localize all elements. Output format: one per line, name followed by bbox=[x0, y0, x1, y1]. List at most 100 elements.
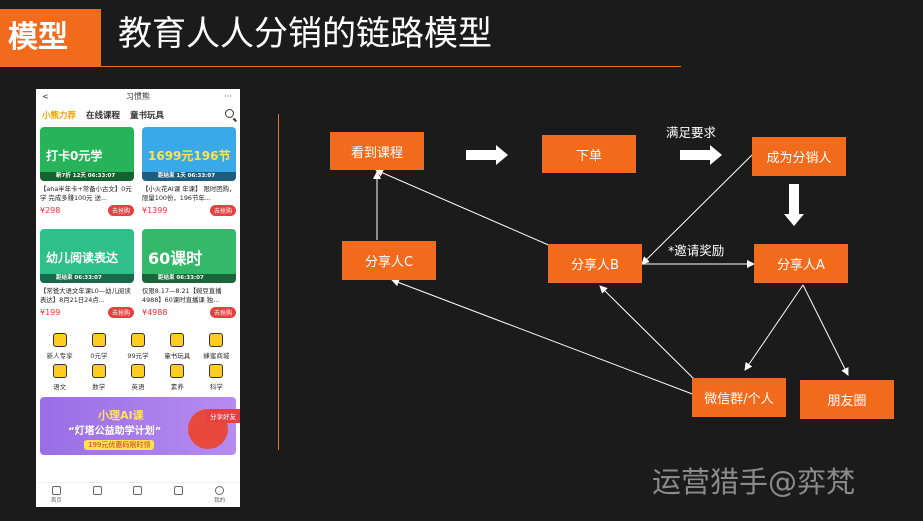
search-icon[interactable] bbox=[225, 109, 234, 118]
category-books[interactable]: 童书玩具 bbox=[158, 333, 197, 360]
block-arrow-distributor-down bbox=[784, 184, 804, 226]
trophy-icon bbox=[92, 486, 102, 495]
section-divider bbox=[278, 114, 279, 450]
product-price: ¥1399 bbox=[142, 206, 168, 215]
banner-subtitle: “灯塔公益助学计划” bbox=[68, 426, 162, 437]
arrow-a-to-moments bbox=[802, 284, 849, 376]
phone-titlebar: < 习惯熊 ··· bbox=[36, 89, 240, 105]
category-science[interactable]: 科学 bbox=[197, 364, 236, 391]
user-icon bbox=[215, 486, 225, 495]
product-price: ¥298 bbox=[40, 206, 61, 215]
chinese-icon bbox=[52, 364, 67, 378]
tabbar-item[interactable] bbox=[118, 483, 159, 507]
tab-recommend[interactable]: 小熊力荐 bbox=[42, 111, 77, 121]
cap-icon bbox=[174, 486, 184, 495]
countdown-strip: 距结束 06:33:07 bbox=[40, 274, 134, 283]
math-icon bbox=[91, 364, 106, 378]
countdown-strip: 距结束 06:33:07 bbox=[142, 274, 236, 283]
node-see-course: 看到课程 bbox=[330, 132, 424, 170]
arrow-distributor-to-b bbox=[641, 154, 753, 265]
node-order: 下单 bbox=[542, 135, 636, 173]
app-title: 习惯熊 bbox=[126, 92, 150, 101]
product-price: ¥199 bbox=[40, 308, 61, 317]
product-grid: 打卡0元学 新7折 12天 06:33:07 【aha半年卡+常备小古文】0元学… bbox=[36, 125, 240, 327]
node-wechat-group: 微信群/个人 bbox=[692, 378, 786, 417]
more-icon[interactable]: ··· bbox=[224, 92, 232, 101]
arrow-wechat-to-c bbox=[391, 278, 696, 396]
node-sharer-c: 分享人C bbox=[342, 241, 436, 280]
countdown-strip: 距结束 1天 06:33:07 bbox=[142, 172, 236, 181]
node-moments: 朋友圈 bbox=[800, 380, 894, 419]
promo-banner[interactable]: 小理AI课 “灯塔公益助学计划” 199元优惠码限时领 bbox=[40, 397, 236, 455]
block-arrow-see-to-order bbox=[466, 145, 508, 165]
product-desc: 【常爸大语文年课L0—幼儿阅读表达】8月21日24点... bbox=[40, 287, 131, 304]
category-icons: 新人专享 0元学 99元学 童书玩具 蜂蜜商城 语文 数学 英语 素养 科学 bbox=[36, 327, 240, 391]
category-literacy[interactable]: 素养 bbox=[158, 364, 197, 391]
tabbar-item[interactable] bbox=[77, 483, 118, 507]
banner-coupon: 199元优惠码限时领 bbox=[84, 440, 155, 450]
category-99[interactable]: 99元学 bbox=[118, 333, 157, 360]
product-card[interactable]: 打卡0元学 新7折 12天 06:33:07 【aha半年卡+常备小古文】0元学… bbox=[40, 127, 134, 223]
product-card[interactable]: 幼儿阅读表达 距结束 06:33:07 【常爸大语文年课L0—幼儿阅读表达】8月… bbox=[40, 229, 134, 325]
book-icon bbox=[170, 333, 185, 347]
phone-tabbar: 首页 我的 bbox=[36, 482, 240, 507]
category-english[interactable]: 英语 bbox=[118, 364, 157, 391]
title-divider bbox=[101, 66, 681, 67]
back-icon[interactable]: < bbox=[42, 92, 49, 101]
watermark: 运营猎手@弈梵 bbox=[652, 465, 856, 499]
ticket-icon bbox=[130, 333, 145, 347]
countdown-strip: 新7折 12天 06:33:07 bbox=[40, 172, 134, 181]
arrow-b-to-see bbox=[375, 169, 561, 251]
product-image: 60课时 距结束 06:33:07 bbox=[142, 229, 236, 283]
honey-icon bbox=[209, 333, 224, 347]
buy-button[interactable]: 去抢购 bbox=[107, 205, 134, 216]
product-price: ¥4988 bbox=[142, 308, 168, 317]
calendar-icon bbox=[133, 486, 143, 495]
category-new-user[interactable]: 新人专享 bbox=[40, 333, 79, 360]
science-icon bbox=[209, 364, 224, 378]
arrow-a-to-wechat bbox=[744, 284, 804, 371]
buy-button[interactable]: 去抢购 bbox=[107, 307, 134, 318]
tabbar-mine[interactable]: 我的 bbox=[199, 483, 240, 507]
buy-button[interactable]: 去抢购 bbox=[209, 205, 236, 216]
block-arrow-order-to-distributor bbox=[680, 145, 722, 165]
phone-screenshot: < 习惯熊 ··· 小熊力荐 在线课程 童书玩具 打卡0元学 新7折 12天 0… bbox=[36, 89, 240, 507]
category-math[interactable]: 数学 bbox=[79, 364, 118, 391]
product-image: 打卡0元学 新7折 12天 06:33:07 bbox=[40, 127, 134, 181]
label-meet-requirement: 满足要求 bbox=[666, 125, 717, 140]
tabbar-item[interactable] bbox=[158, 483, 199, 507]
product-desc: 【aha半年卡+常备小古文】0元学 完成多赚100元 送... bbox=[40, 185, 132, 202]
product-banner-text: 60课时 bbox=[148, 249, 203, 268]
star-icon bbox=[91, 333, 106, 347]
bear-icon bbox=[52, 333, 67, 347]
tabbar-home[interactable]: 首页 bbox=[36, 483, 77, 507]
phone-tabs: 小熊力荐 在线课程 童书玩具 bbox=[36, 105, 240, 125]
node-sharer-a: 分享人A bbox=[754, 244, 848, 283]
product-image: 1699元196节 距结束 1天 06:33:07 bbox=[142, 127, 236, 181]
node-become-distributor: 成为分销人 bbox=[752, 137, 846, 176]
abc-icon bbox=[130, 364, 145, 378]
tab-online-course[interactable]: 在线课程 bbox=[86, 111, 121, 121]
share-friends-button[interactable]: 分享好友 bbox=[206, 409, 240, 423]
buy-button[interactable]: 去抢购 bbox=[209, 307, 236, 318]
label-invite-reward: *邀请奖励 bbox=[668, 243, 725, 258]
tab-books-toys[interactable]: 童书玩具 bbox=[130, 111, 165, 121]
category-mall[interactable]: 蜂蜜商城 bbox=[197, 333, 236, 360]
slide-title: 教育人人分销的链路模型 bbox=[118, 14, 492, 54]
product-desc: 【小火花AI课 年课】 限时团购，限量100份，196节年... bbox=[142, 185, 236, 202]
category-chinese[interactable]: 语文 bbox=[40, 364, 79, 391]
product-banner-text: 打卡0元学 bbox=[46, 149, 103, 163]
banner-title: 小理AI课 bbox=[98, 409, 144, 422]
product-banner-text: 幼儿阅读表达 bbox=[46, 251, 119, 265]
node-sharer-b: 分享人B bbox=[548, 244, 642, 283]
literacy-icon bbox=[170, 364, 185, 378]
product-card[interactable]: 1699元196节 距结束 1天 06:33:07 【小火花AI课 年课】 限时… bbox=[142, 127, 236, 223]
category-free[interactable]: 0元学 bbox=[79, 333, 118, 360]
home-icon bbox=[51, 486, 61, 495]
product-banner-text: 1699元196节 bbox=[148, 149, 231, 163]
product-image: 幼儿阅读表达 距结束 06:33:07 bbox=[40, 229, 134, 283]
product-desc: 仅限8.17—8.21【婉豆直播4988】60课时直播课 独... bbox=[142, 287, 222, 304]
product-card[interactable]: 60课时 距结束 06:33:07 仅限8.17—8.21【婉豆直播4988】6… bbox=[142, 229, 236, 325]
section-tag: 模型 bbox=[0, 9, 101, 67]
